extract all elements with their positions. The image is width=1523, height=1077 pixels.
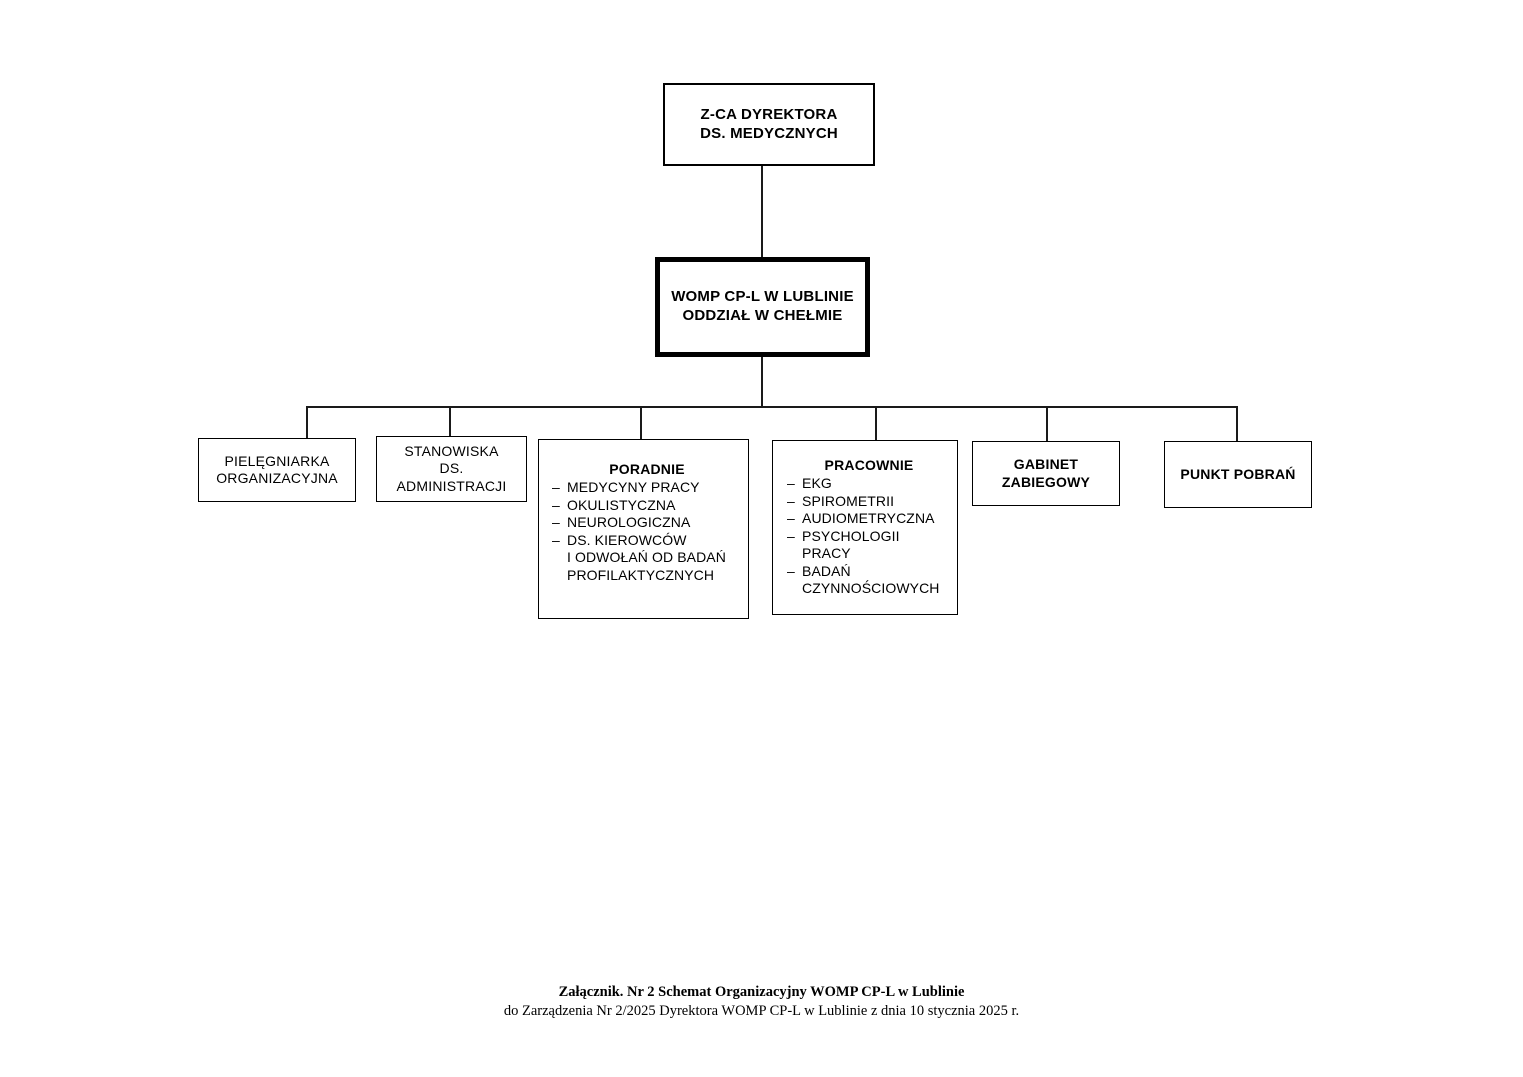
unit-stanowiska-box: STANOWISKA DS. ADMINISTRACJI [376,436,527,502]
director-box: Z-CA DYREKTORA DS. MEDYCZNYCH [663,83,875,166]
unit-punkt-pobran-label: PUNKT POBRAŃ [1180,465,1296,482]
list-item: – OKULISTYCZNA [552,496,676,513]
list-item: – DS. KIEROWCÓW I ODWOŁAŃ OD BADAŃ PROFI… [552,531,726,583]
connector-director-branch [761,166,763,257]
unit-pielegniarka-label: PIELĘGNIARKA ORGANIZACYJNA [216,452,338,487]
list-item: – SPIROMETRII [787,492,895,509]
branch-label: WOMP CP-L W LUBLINIE ODDZIAŁ W CHEŁMIE [671,288,854,324]
bullet-dash: – [552,479,560,495]
director-label: Z-CA DYREKTORA DS. MEDYCZNYCH [700,105,838,142]
unit-stanowiska-label: STANOWISKA DS. ADMINISTRACJI [396,442,507,494]
connector-stub-pielegniarka [306,406,308,438]
connector-stub-pracownie [875,406,877,440]
connector-branch-trunk [761,357,763,407]
connector-stub-gabinet [1046,406,1048,441]
pracownie-title: PRACOWNIE [824,457,914,473]
poradnie-title: PORADNIE [609,461,685,477]
list-item: – PSYCHOLOGII PRACY [787,527,900,562]
branch-box: WOMP CP-L W LUBLINIE ODDZIAŁ W CHEŁMIE [655,257,870,357]
bullet-dash: – [787,492,795,509]
bullet-dash: – [787,475,795,491]
connector-stub-stanowiska [449,406,451,436]
bullet-dash: – [552,496,560,513]
connector-stub-poradnie [640,406,642,439]
list-item: – NEUROLOGICZNA [552,514,691,530]
poradnie-list: – MEDYCYNY PRACY – OKULISTYCZNA – NEUROL… [552,479,742,584]
bullet-dash: – [787,527,795,544]
unit-pielegniarka-box: PIELĘGNIARKA ORGANIZACYJNA [198,438,356,502]
connector-stub-punkt-pobran [1236,406,1238,441]
pracownie-list: – EKG – SPIROMETRII – AUDIOMETRYCZNA – P… [787,475,951,598]
bullet-dash: – [787,510,795,526]
list-item: – EKG [787,475,832,491]
unit-gabinet-box: GABINET ZABIEGOWY [972,441,1120,506]
unit-pracownie-box: PRACOWNIE – EKG – SPIROMETRII – AUDIOMET… [772,440,958,615]
unit-gabinet-label: GABINET ZABIEGOWY [1001,456,1091,490]
footer-line2: do Zarządzenia Nr 2/2025 Dyrektora WOMP … [503,1002,1020,1019]
list-item: – MEDYCYNY PRACY [552,479,700,495]
footer-caption: Załącznik. Nr 2 Schemat Organizacyjny WO… [0,983,1523,1020]
bullet-dash: – [787,562,795,579]
bullet-dash: – [552,531,560,548]
unit-punkt-pobran-box: PUNKT POBRAŃ [1164,441,1312,508]
list-item: – BADAŃ CZYNNOŚCIOWYCH [787,562,940,597]
list-item: – AUDIOMETRYCZNA [787,510,935,526]
bullet-dash: – [552,514,560,530]
unit-poradnie-box: PORADNIE – MEDYCYNY PRACY – OKULISTYCZNA… [538,439,749,619]
footer-line1: Załącznik. Nr 2 Schemat Organizacyjny WO… [558,984,965,1000]
connector-horizontal-bar [306,406,1238,408]
